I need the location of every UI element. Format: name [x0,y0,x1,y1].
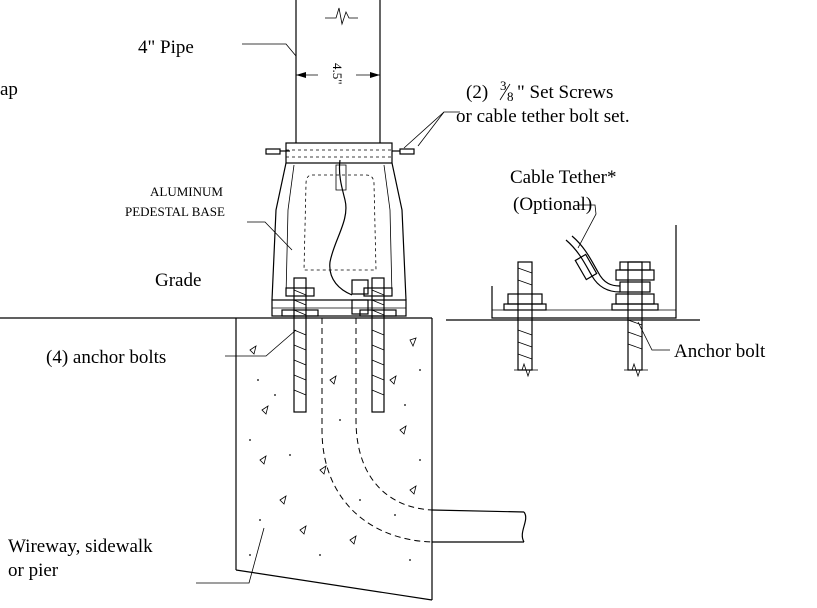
pipe-dimension-label: 4.5" [330,63,345,85]
pipe-label: 4" Pipe [138,37,194,58]
pedestal-leader [247,221,293,251]
concrete-footing [235,318,433,601]
anchor-bolts-leader [225,329,297,357]
grade-label: Grade [155,270,201,291]
pipe-leader [242,43,297,57]
set-screws-prefix: (2) [466,82,488,103]
tether-leader [577,204,597,249]
set-screws-leader [403,111,460,149]
anchor-bolts-label: (4) anchor bolts [46,347,166,368]
anchor-bolts-main [281,277,397,413]
anchor-bolt-leader [637,321,670,351]
fraction-slash [499,83,511,101]
wireway-label: Wireway, sidewalk [8,536,153,557]
leader-lines [196,43,670,584]
pedestal-base [265,142,415,317]
set-screws-suffix: " Set Screws [517,82,613,103]
or-pier-label: or pier [8,560,59,581]
wireway-leader [196,527,265,584]
aluminum-label: ALUMINUM [150,184,223,199]
pipe: 4.5" [295,0,381,143]
pedestal-base-label: PEDESTAL BASE [125,204,225,219]
optional-label: (Optional) [513,194,592,215]
set-screws-line2: or cable tether bolt set. [456,106,630,127]
cable-tether-main [329,159,353,296]
anchor-bolt-label: Anchor bolt [674,341,766,362]
cap-label-fragment: ap [0,79,18,100]
tether-detail-view [446,225,700,378]
cable-tether-label: Cable Tether* [510,167,616,188]
set-screws-frac-num: 3 [500,78,507,93]
conduit [431,509,527,543]
set-screws-frac-den: 8 [507,89,514,104]
set-screws-leader-2 [417,111,445,147]
